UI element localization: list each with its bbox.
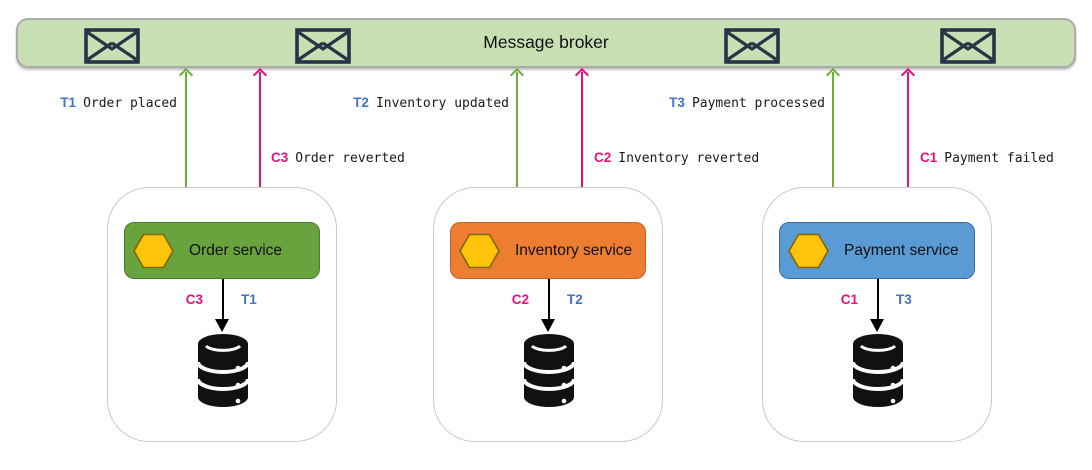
- hexagon-icon: [133, 233, 174, 268]
- order-service-card: Order service C3 T1: [107, 187, 337, 442]
- service-db-arrow: [547, 279, 551, 320]
- inventory-service-node: Inventory service: [450, 222, 646, 279]
- compensation-code: C3: [271, 150, 289, 165]
- compensation-code: C2: [594, 150, 612, 165]
- db-transaction-code: T3: [896, 292, 912, 307]
- db-compensation-code: C2: [511, 292, 529, 307]
- transaction-label-order: T1 Order placed: [60, 95, 177, 112]
- transaction-event: Payment processed: [691, 96, 825, 111]
- message-broker-title: Message broker: [483, 32, 609, 53]
- arrowhead-down-icon: [870, 319, 884, 332]
- transaction-event: Inventory updated: [375, 96, 509, 111]
- compensation-code: C1: [920, 150, 938, 165]
- transaction-code: T2: [353, 95, 369, 110]
- order-service-node: Order service: [124, 222, 320, 279]
- transaction-code: T1: [60, 95, 77, 110]
- db-transaction-code: T2: [567, 292, 583, 307]
- compensation-label-order: C3 Order reverted: [271, 150, 405, 167]
- db-compensation-code: C1: [840, 292, 858, 307]
- database-icon: [851, 334, 905, 407]
- arrowhead-down-icon: [215, 319, 229, 332]
- transaction-event: Order placed: [83, 96, 177, 111]
- arrowhead-down-icon: [541, 319, 555, 332]
- transaction-code: T3: [669, 95, 685, 110]
- envelope-icon: [84, 28, 140, 64]
- compensation-label-inventory: C2 Inventory reverted: [594, 150, 759, 167]
- database-icon: [522, 334, 576, 407]
- database-icon: [196, 334, 250, 407]
- compensation-event: Inventory reverted: [618, 151, 760, 166]
- service-name: Payment service: [844, 241, 959, 259]
- payment-service-card: Payment service C1 T3: [762, 187, 992, 442]
- db-compensation-code: C3: [185, 292, 203, 307]
- compensation-event: Order reverted: [295, 151, 405, 166]
- payment-service-node: Payment service: [779, 222, 975, 279]
- compensation-label-payment: C1 Payment failed: [920, 150, 1054, 167]
- service-db-arrow: [221, 279, 225, 320]
- envelope-icon: [940, 28, 996, 64]
- message-broker-bar: Message broker: [16, 18, 1076, 68]
- hexagon-icon: [459, 233, 500, 268]
- db-transaction-code: T1: [241, 292, 257, 307]
- compensation-event: Payment failed: [944, 151, 1054, 166]
- envelope-icon: [295, 28, 351, 64]
- transaction-label-inventory: T2 Inventory updated: [353, 95, 509, 112]
- transaction-label-payment: T3 Payment processed: [669, 95, 825, 112]
- service-db-arrow: [876, 279, 880, 320]
- service-name: Order service: [189, 241, 283, 259]
- hexagon-icon: [788, 233, 829, 268]
- inventory-service-card: Inventory service C2 T2: [433, 187, 663, 442]
- envelope-icon: [724, 28, 780, 64]
- service-name: Inventory service: [515, 241, 633, 259]
